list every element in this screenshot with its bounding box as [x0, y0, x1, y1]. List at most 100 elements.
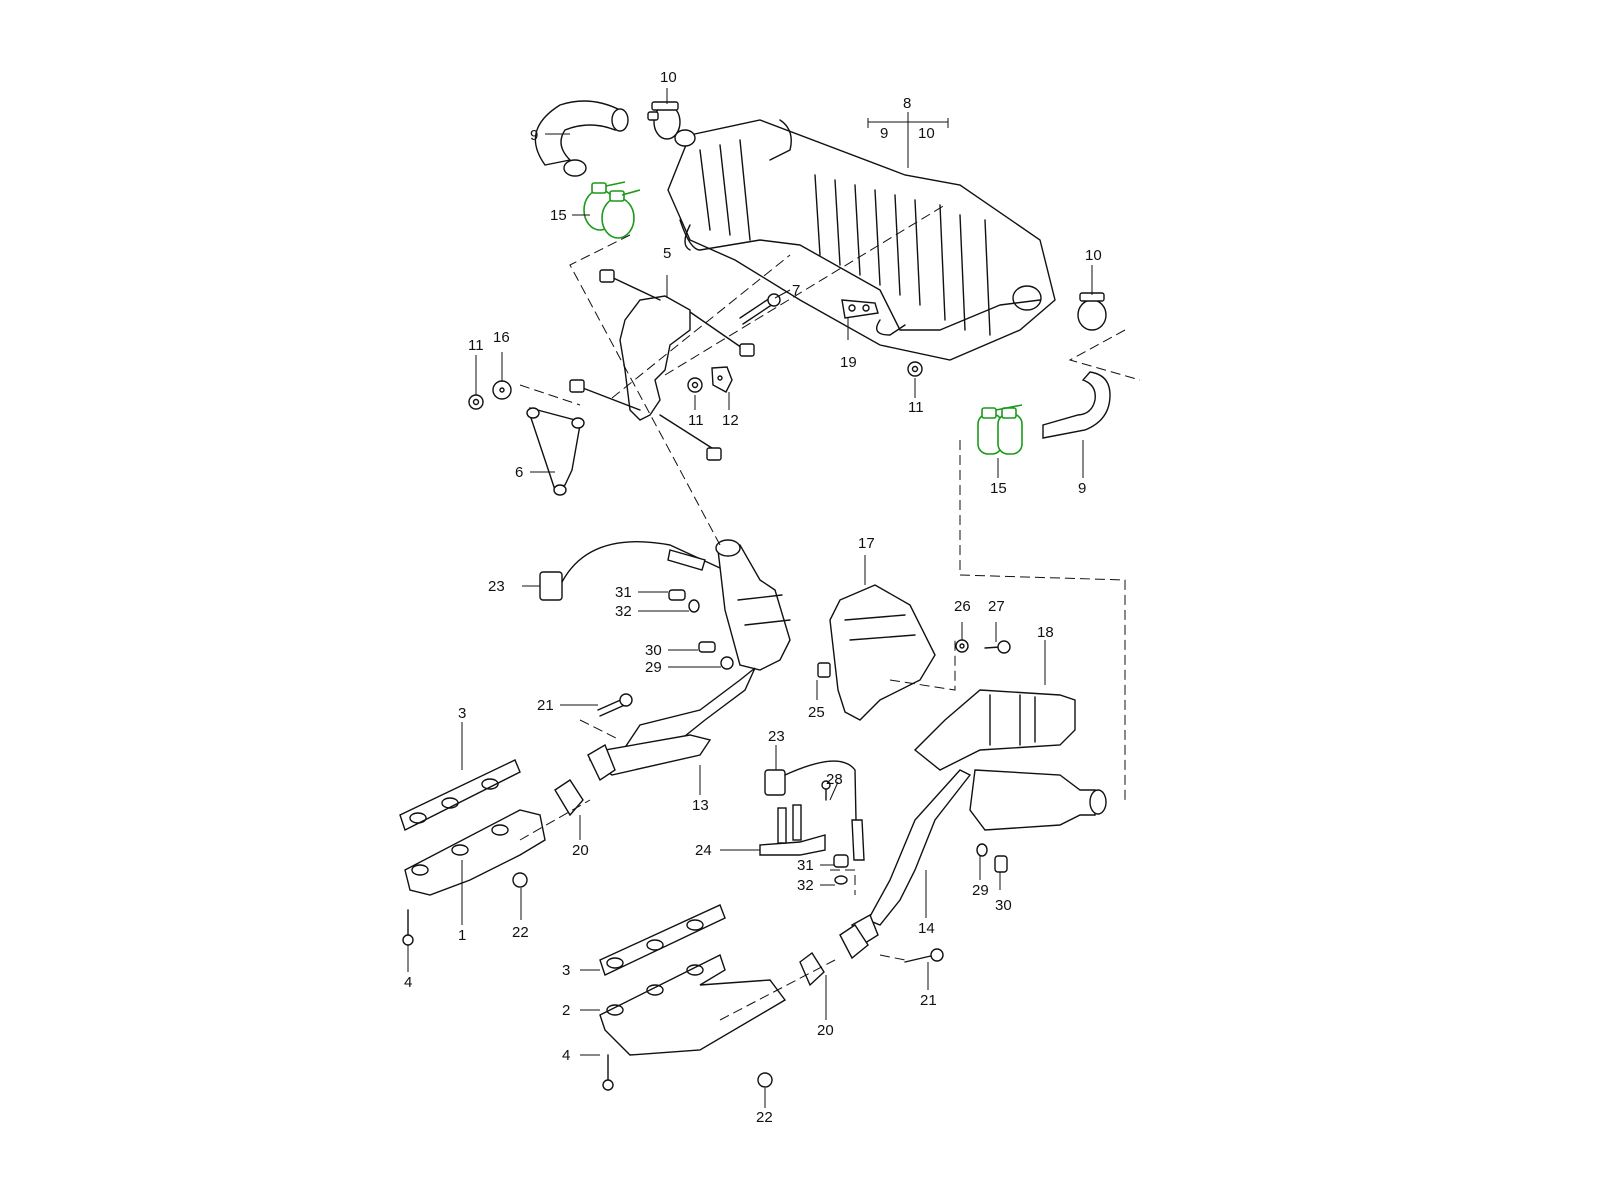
- nut[interactable]: [757, 1072, 773, 1088]
- rubber-mount[interactable]: [841, 299, 879, 319]
- callout-25[interactable]: 25: [808, 704, 825, 721]
- callout-6[interactable]: 6: [515, 464, 523, 481]
- heat-shield-right[interactable]: [913, 689, 1076, 771]
- callout-28[interactable]: 28: [826, 771, 843, 788]
- rear-silencer[interactable]: [667, 119, 1056, 361]
- stud-bolt[interactable]: [602, 1054, 614, 1091]
- callout-30[interactable]: 30: [995, 897, 1012, 914]
- callout-32[interactable]: 32: [797, 877, 814, 894]
- callout-4[interactable]: 4: [404, 974, 412, 991]
- screw[interactable]: [994, 855, 1008, 873]
- callout-27[interactable]: 27: [988, 598, 1005, 615]
- washer[interactable]: [492, 380, 512, 400]
- seal-ring[interactable]: [688, 599, 700, 613]
- callout-30[interactable]: 30: [645, 642, 662, 659]
- callout-4[interactable]: 4: [562, 1047, 570, 1064]
- screw[interactable]: [984, 640, 1011, 654]
- catalytic-converter-right[interactable]: [867, 769, 1107, 926]
- tail-pipe-right[interactable]: [1042, 371, 1111, 439]
- callout-20[interactable]: 20: [572, 842, 589, 859]
- nut-left[interactable]: [468, 394, 484, 410]
- screw[interactable]: [698, 641, 716, 653]
- callout-24[interactable]: 24: [695, 842, 712, 859]
- callout-10[interactable]: 10: [1085, 247, 1102, 264]
- bolt[interactable]: [597, 693, 633, 717]
- gasket[interactable]: [599, 904, 726, 976]
- plug-screw[interactable]: [668, 589, 686, 601]
- callout-9[interactable]: 9: [530, 127, 538, 144]
- callout-3[interactable]: 3: [562, 962, 570, 979]
- oxygen-sensor-left[interactable]: [539, 540, 721, 601]
- callout-32[interactable]: 32: [615, 603, 632, 620]
- oxygen-sensor-right[interactable]: [764, 760, 865, 861]
- stud-bolt[interactable]: [402, 909, 414, 946]
- callout-10[interactable]: 10: [660, 69, 677, 86]
- gasket-flange[interactable]: [799, 951, 825, 987]
- callout-15[interactable]: 15: [990, 480, 1007, 497]
- nut-right[interactable]: [907, 361, 923, 377]
- callout-13[interactable]: 13: [692, 797, 709, 814]
- callout-labels: 10 8 9 10 9 15 5 7 10 11 16 11 12 19 11 …: [404, 69, 1102, 1126]
- callout-9[interactable]: 9: [1078, 480, 1086, 497]
- callout-16[interactable]: 16: [493, 329, 510, 346]
- sensor-bracket[interactable]: [759, 804, 826, 856]
- seal-ring[interactable]: [976, 843, 988, 857]
- front-pipe-left[interactable]: [587, 734, 712, 782]
- callout-29[interactable]: 29: [645, 659, 662, 676]
- callout-19[interactable]: 19: [840, 354, 857, 371]
- nut-center[interactable]: [687, 377, 703, 393]
- callout-31[interactable]: 31: [615, 584, 632, 601]
- callout-31[interactable]: 31: [797, 857, 814, 874]
- callout-3[interactable]: 3: [458, 705, 466, 722]
- tail-pipe-left[interactable]: [534, 100, 629, 177]
- catalytic-converter-left[interactable]: [618, 539, 791, 761]
- heat-shield-left[interactable]: [829, 584, 936, 721]
- bracket[interactable]: [569, 269, 755, 461]
- callout-2[interactable]: 2: [562, 1002, 570, 1019]
- hose-clamp[interactable]: [647, 101, 681, 140]
- callout-18[interactable]: 18: [1037, 624, 1054, 641]
- callout-22[interactable]: 22: [756, 1109, 773, 1126]
- callout-21[interactable]: 21: [537, 697, 554, 714]
- callout-8[interactable]: 8: [903, 95, 911, 112]
- clip-nut[interactable]: [817, 662, 831, 678]
- callout-23[interactable]: 23: [488, 578, 505, 595]
- callout-21[interactable]: 21: [920, 992, 937, 1009]
- bracket-sub-label-10: 10: [918, 125, 935, 142]
- hose-clamp-right[interactable]: [1077, 292, 1107, 331]
- double-clamp-right[interactable]: [977, 404, 1023, 455]
- exhaust-manifold-left[interactable]: [404, 809, 546, 896]
- support[interactable]: [526, 407, 585, 496]
- double-clamp-left[interactable]: [583, 181, 641, 239]
- callout-1[interactable]: 1: [458, 927, 466, 944]
- leader-lines: [407, 88, 1093, 1108]
- callout-11[interactable]: 11: [688, 412, 704, 429]
- callout-5[interactable]: 5: [663, 245, 671, 262]
- screw[interactable]: [821, 780, 831, 801]
- bracket-sub-label-9: 9: [880, 125, 888, 142]
- callout-22[interactable]: 22: [512, 924, 529, 941]
- washer[interactable]: [955, 639, 969, 653]
- gasket[interactable]: [399, 759, 521, 831]
- callout-26[interactable]: 26: [954, 598, 971, 615]
- bolt[interactable]: [904, 948, 944, 963]
- callout-29[interactable]: 29: [972, 882, 989, 899]
- callout-7[interactable]: 7: [792, 282, 800, 299]
- seal-ring[interactable]: [834, 875, 848, 885]
- plate[interactable]: [711, 366, 733, 393]
- plug-screw[interactable]: [833, 854, 849, 868]
- callout-20[interactable]: 20: [817, 1022, 834, 1039]
- callout-15[interactable]: 15: [550, 207, 567, 224]
- callout-11[interactable]: 11: [908, 399, 924, 416]
- callout-17[interactable]: 17: [858, 535, 875, 552]
- exhaust-manifold-right[interactable]: [599, 954, 787, 1056]
- callout-12[interactable]: 12: [722, 412, 739, 429]
- assembly-lines: [519, 204, 1141, 1021]
- gasket-flange[interactable]: [554, 779, 584, 817]
- callout-14[interactable]: 14: [918, 920, 935, 937]
- nut[interactable]: [512, 872, 528, 888]
- callout-11[interactable]: 11: [468, 337, 484, 354]
- callout-23[interactable]: 23: [768, 728, 785, 745]
- seal-ring[interactable]: [720, 656, 734, 670]
